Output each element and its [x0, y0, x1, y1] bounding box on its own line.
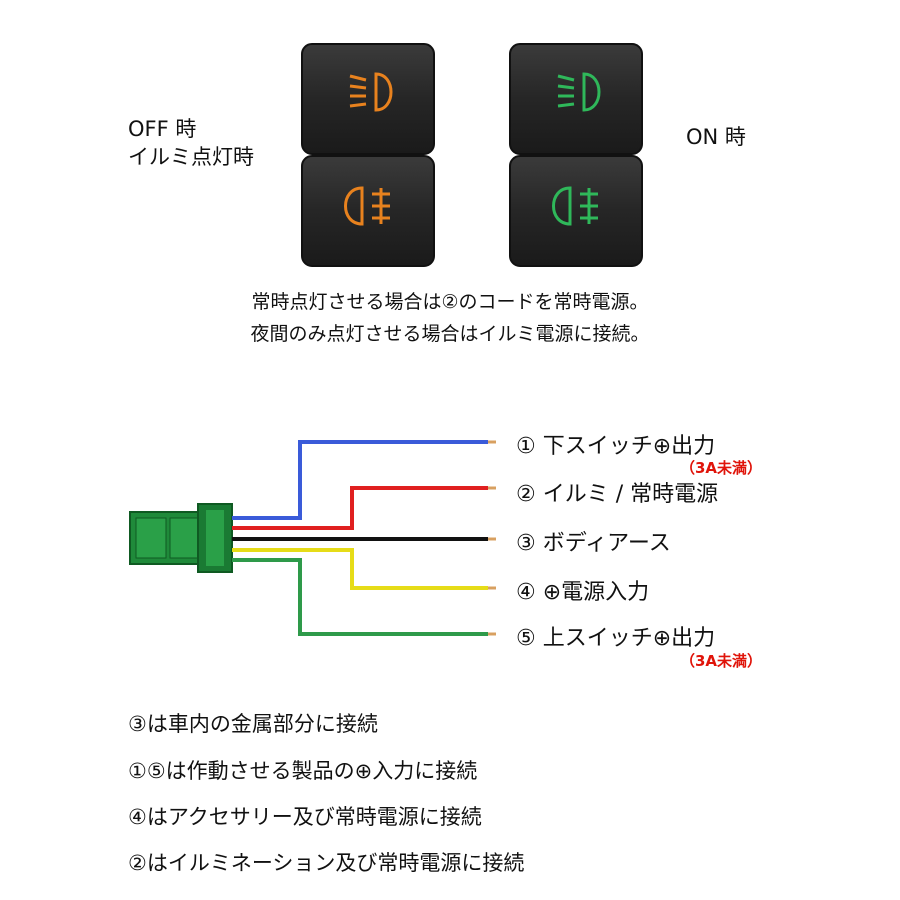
instruction-3: ④はアクセサリー及び常時電源に接続	[128, 805, 482, 829]
instruction-1: ③は車内の金属部分に接続	[128, 712, 378, 736]
wire-label-5: ⑤ 上スイッチ⊕出力	[516, 626, 716, 651]
wire-5	[232, 558, 496, 636]
wire-4	[232, 548, 496, 590]
wire-label-3: ③ ボディアース	[516, 531, 671, 556]
usage-note-line2: 夜間のみ点灯させる場合はイルミ電源に接続。	[250, 323, 650, 345]
usage-note-line1: 常時点灯させる場合は②のコードを常時電源。	[251, 291, 649, 313]
wire-label-4: ④ ⊕電源入力	[516, 580, 650, 605]
wiring-diagram	[129, 440, 496, 636]
wire-label-1: ① 下スイッチ⊕出力	[516, 434, 716, 459]
wire-sub-1: （3A未満）	[680, 459, 763, 477]
fog-light-icon	[349, 72, 393, 112]
off-label-line2: イルミ点灯時	[128, 145, 254, 169]
wire-2	[232, 486, 496, 530]
on-state-label: ON 時	[686, 125, 746, 149]
connector	[129, 503, 233, 573]
switch-on-graphic	[509, 43, 643, 267]
rear-fog-light-icon	[344, 186, 390, 226]
wire-label-2: ② イルミ / 常時電源	[516, 482, 719, 507]
rear-fog-light-icon	[552, 186, 598, 226]
switch-off	[300, 42, 436, 268]
off-label-line1: OFF 時	[128, 117, 197, 141]
fog-light-icon	[557, 72, 601, 112]
switch-on	[508, 42, 644, 268]
instruction-2: ①⑤は作動させる製品の⊕入力に接続	[128, 759, 478, 783]
wire-1	[232, 440, 496, 520]
switch-off-graphic	[301, 43, 435, 267]
wire-sub-5: （3A未満）	[680, 652, 763, 670]
instruction-4: ②はイルミネーション及び常時電源に接続	[128, 851, 525, 875]
usage-note: 常時点灯させる場合は②のコードを常時電源。 夜間のみ点灯させる場合はイルミ電源に…	[0, 286, 900, 350]
off-state-label: OFF 時 イルミ点灯時	[128, 115, 254, 171]
